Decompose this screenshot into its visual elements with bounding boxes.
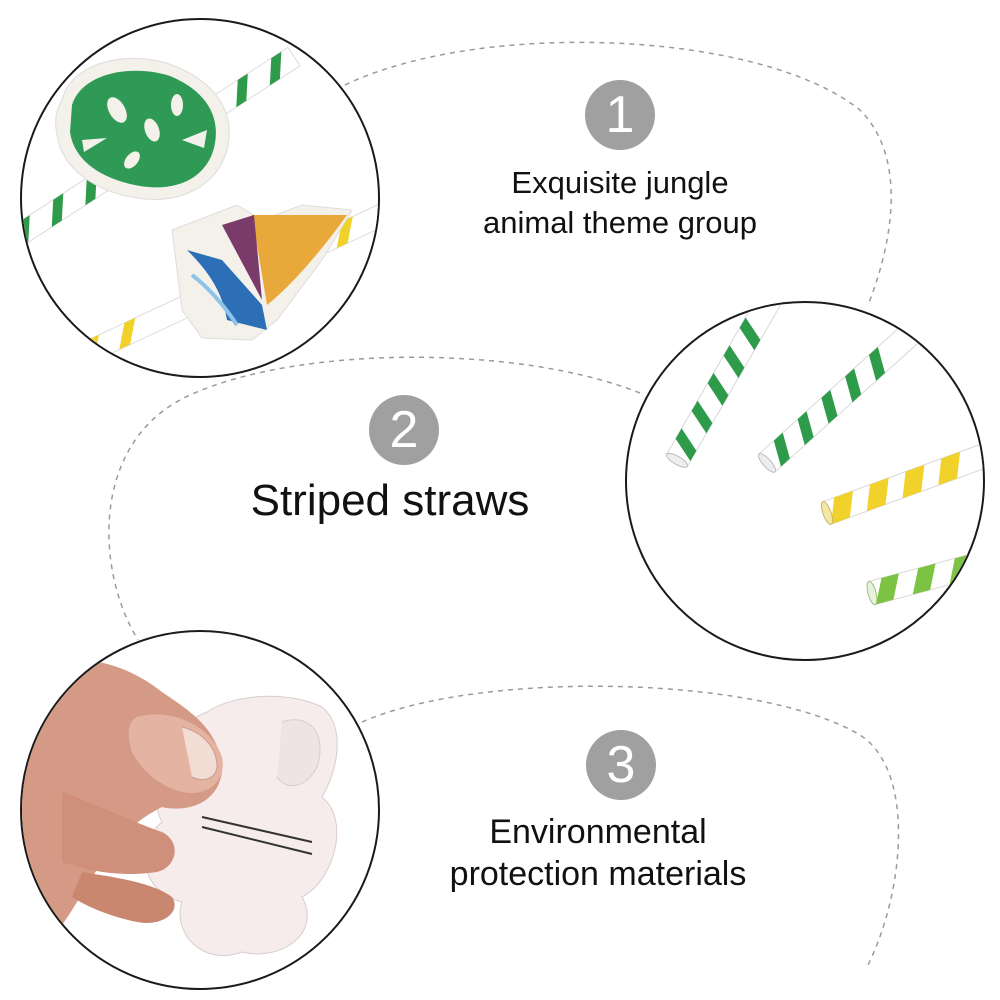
photo-jungle-toppers bbox=[20, 18, 380, 378]
photo-hand-topper bbox=[20, 630, 380, 990]
feature-number-badge: 3 bbox=[586, 730, 656, 800]
feature-number-badge: 2 bbox=[369, 395, 439, 465]
straw-lime bbox=[866, 539, 983, 606]
feature-number-badge: 1 bbox=[585, 80, 655, 150]
dashed-curve-2 bbox=[108, 356, 641, 641]
feature-text-line: Striped straws bbox=[250, 476, 530, 525]
feature-text-line: Exquisite jungle bbox=[511, 165, 729, 200]
feature-text-line: animal theme group bbox=[483, 205, 757, 240]
feature-text-1: Exquisite jungle animal theme group bbox=[420, 163, 820, 243]
feature-text-2: Striped straws bbox=[190, 474, 590, 528]
photo-striped-straws bbox=[625, 301, 985, 661]
monstera-leaf-topper bbox=[55, 57, 230, 200]
hand-topper-image bbox=[22, 658, 338, 962]
hand bbox=[22, 658, 223, 962]
striped-straws-image bbox=[665, 303, 983, 606]
sailboat-topper bbox=[171, 204, 353, 341]
straw-green-2 bbox=[757, 306, 940, 473]
dashed-curve-1 bbox=[344, 41, 892, 306]
dashed-curve-3 bbox=[361, 685, 900, 966]
feature-text-line: Environmental bbox=[489, 813, 707, 851]
straw-behind-topper bbox=[201, 816, 313, 855]
feature-text-line: protection materials bbox=[449, 855, 747, 893]
feature-text-3: Environmental protection materials bbox=[398, 811, 798, 895]
straw-green-1 bbox=[665, 303, 789, 468]
straw-yellow bbox=[820, 432, 983, 525]
jungle-topper-image bbox=[22, 46, 378, 376]
